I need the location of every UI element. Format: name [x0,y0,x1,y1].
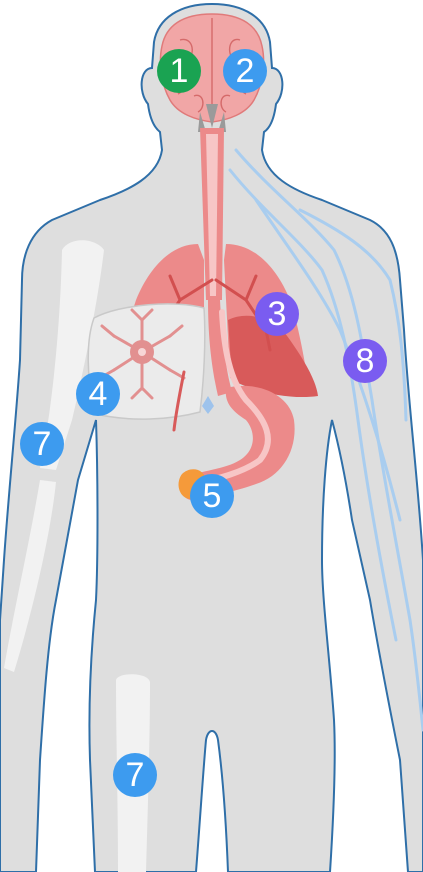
marker-4[interactable]: 4 [76,372,120,416]
marker-5[interactable]: 5 [190,474,234,518]
marker-3[interactable]: 3 [255,292,299,336]
marker-2[interactable]: 2 [223,49,267,93]
central-vein-lumen [138,348,146,356]
marker-7-leg[interactable]: 7 [113,753,157,797]
marker-8[interactable]: 8 [343,339,387,383]
marker-1[interactable]: 1 [157,49,201,93]
marker-7-arm[interactable]: 7 [20,422,64,466]
